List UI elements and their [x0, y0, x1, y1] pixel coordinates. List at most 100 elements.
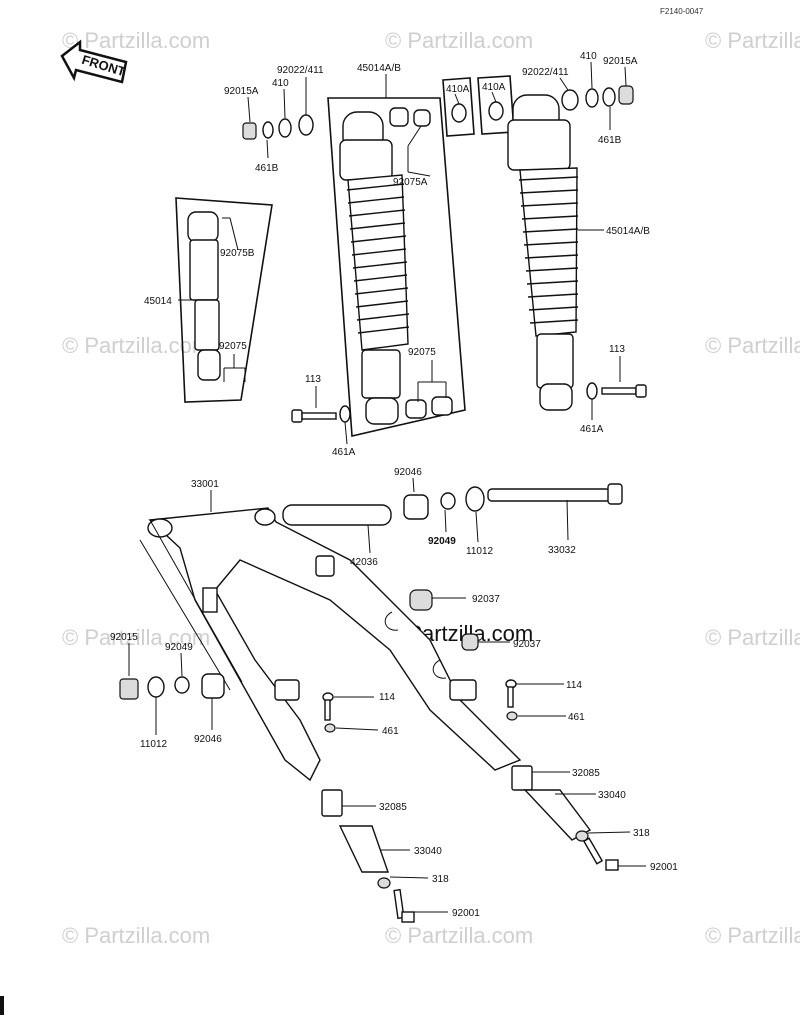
- adjuster-block: [511, 765, 533, 791]
- shock-upper-body: [507, 119, 571, 171]
- bolt-head: [635, 384, 647, 398]
- shock-bottom-eye: [197, 349, 221, 381]
- shock-lower-body: [536, 333, 574, 389]
- diagram-ref: F2140-0047: [660, 7, 704, 16]
- label-33001: 33001: [191, 479, 219, 490]
- bushing-part: [389, 107, 409, 127]
- shock-spring-coils: [518, 176, 579, 324]
- washer-box: [442, 77, 475, 137]
- washer-part: [602, 87, 616, 107]
- label-461-right: 461: [568, 712, 585, 723]
- label-92049-left: 92049: [165, 642, 193, 653]
- label-11012-top: 11012: [466, 546, 494, 557]
- label-33032: 33032: [548, 545, 576, 556]
- watermark: © Partzilla.com: [705, 923, 800, 948]
- sleeve-part: [282, 504, 392, 526]
- adjuster-plate: [338, 825, 389, 873]
- bolt-head: [605, 859, 619, 871]
- label-318-right: 318: [633, 828, 650, 839]
- shock-spring-coils: [346, 183, 410, 334]
- pivot-shaft: [487, 488, 611, 502]
- label-92037-b: 92037: [513, 639, 541, 650]
- label-92075-left: 92075: [219, 341, 247, 352]
- shock-upper-body: [189, 239, 219, 301]
- watermark: © Partzilla.com: [62, 625, 210, 650]
- clip-part: [432, 659, 447, 679]
- shock-absorber-left-small: [175, 197, 273, 403]
- label-92015a-right: 92015A: [603, 56, 638, 67]
- washer-part: [298, 114, 314, 136]
- shock-top-eye: [187, 211, 219, 243]
- label-45014: 45014: [144, 296, 172, 307]
- adjuster-plate: [523, 789, 592, 841]
- chain-adjuster-left: [321, 789, 415, 923]
- label-114-right: 114: [566, 680, 582, 691]
- washer-part: [440, 492, 456, 510]
- label-92075-center: 92075: [408, 347, 436, 358]
- label-410-left: 410: [272, 78, 289, 89]
- swing-arm: [139, 507, 522, 782]
- label-92046-top: 92046: [394, 467, 422, 478]
- bushing-part: [413, 109, 431, 127]
- bolt-113-left: [291, 405, 351, 423]
- shock-absorber-right: [507, 94, 579, 411]
- chain-adjuster-mount: [449, 679, 477, 701]
- nut-part: [377, 877, 391, 889]
- washer-part: [585, 88, 599, 108]
- watermark: © Partzilla.com: [705, 28, 800, 53]
- label-92037-a: 92037: [472, 594, 500, 605]
- label-92075b: 92075B: [220, 248, 255, 259]
- bolt-113-right: [586, 382, 647, 400]
- label-32085-right: 32085: [572, 768, 600, 779]
- label-92001-left: 92001: [452, 908, 480, 919]
- shock-lower-body: [361, 349, 401, 399]
- label-11012-left: 11012: [140, 739, 168, 750]
- watermark: © Partzilla.com: [385, 923, 533, 948]
- washer-part: [147, 676, 165, 698]
- label-461b-right: 461B: [598, 135, 622, 146]
- label-461a-right: 461A: [580, 424, 604, 435]
- label-92015: 92015: [110, 632, 138, 643]
- chain-adjuster-right: [511, 765, 619, 871]
- watermark: © Partzilla.com: [62, 333, 210, 358]
- bolt-shaft: [324, 699, 331, 721]
- part-labels: 92015A 410 92022/411 461B 45014A/B 92075…: [110, 51, 678, 919]
- bolt-shaft: [393, 888, 405, 920]
- washer-part: [561, 89, 579, 111]
- bushing-part: [403, 494, 429, 520]
- bolt-shaft: [582, 837, 604, 865]
- label-318-left: 318: [432, 874, 449, 885]
- label-45014ab-center: 45014A/B: [357, 63, 401, 74]
- grommet-part: [409, 589, 433, 611]
- shock-spring-area: [194, 299, 220, 351]
- hardware-stack-right: [561, 85, 634, 111]
- label-114-center: 114: [379, 692, 395, 703]
- washer-part: [465, 486, 485, 512]
- shock-mount: [315, 555, 335, 577]
- guide-line: [139, 539, 231, 691]
- shock-box: [327, 97, 466, 437]
- label-461a-left: 461A: [332, 447, 356, 458]
- washer-part: [278, 118, 292, 138]
- bolt-shaft: [301, 412, 337, 420]
- shock-box: [175, 197, 273, 403]
- label-33040-left: 33040: [414, 846, 442, 857]
- label-92049-top: 92049: [428, 536, 456, 547]
- adjuster-block: [321, 789, 343, 817]
- pivot-boss: [147, 518, 173, 538]
- label-92022-411-left: 92022/411: [277, 65, 324, 76]
- shock-bottom-eye: [365, 397, 399, 425]
- shaft-head: [607, 483, 623, 505]
- washer-410a-boxes: [442, 75, 515, 137]
- label-410a-1: 410A: [446, 84, 470, 95]
- bolt-114-center: [322, 692, 336, 733]
- watermark: © Partzilla.com: [62, 923, 210, 948]
- shock-bottom-eye: [539, 383, 573, 411]
- pivot-hardware-top: [282, 483, 623, 526]
- hardware-stack-left: [242, 114, 314, 140]
- shock-upper-body: [339, 139, 393, 181]
- label-461-center: 461: [382, 726, 399, 737]
- label-461b-left: 461B: [255, 163, 279, 174]
